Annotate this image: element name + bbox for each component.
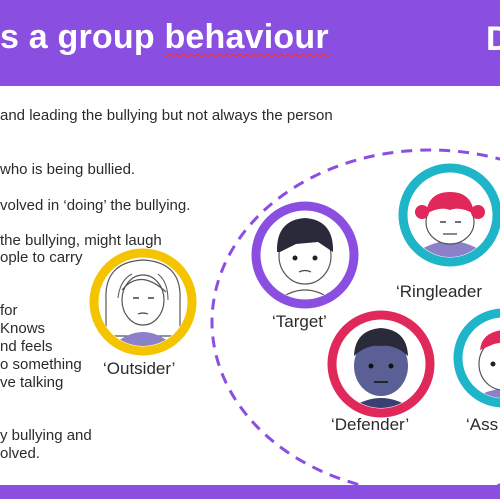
footer-bar (0, 485, 500, 499)
text-line-1: and leading the bullying but not always … (0, 107, 333, 124)
role-label-target: ‘Target’ (272, 312, 327, 331)
text-line-10: ve talking (0, 374, 64, 391)
ringleader-avatar-icon (398, 163, 500, 267)
text-line-12: olved. (0, 445, 41, 462)
role-label-ringleader: ‘Ringleader (396, 282, 482, 301)
title-part-1: s a group (0, 18, 165, 56)
title-part-2: behaviour (164, 18, 329, 56)
text-line-3: volved in ‘doing’ the bullying. (0, 197, 191, 214)
text-line-11: y bullying and (0, 427, 92, 444)
role-label-assistant: ‘Ass (466, 415, 499, 434)
outsider-avatar-icon (89, 248, 197, 356)
title-right-fragment: D (486, 20, 500, 58)
page-title: s a group behaviour (0, 18, 329, 57)
text-line-2: who is being bullied. (0, 161, 136, 178)
defender-avatar-icon (327, 310, 435, 418)
target-avatar-icon (251, 201, 359, 309)
assistant-avatar-icon (453, 308, 500, 408)
text-line-4: the bullying, might laugh (0, 232, 162, 249)
header-banner: s a group behaviour D (0, 0, 500, 86)
text-line-9: o something (0, 356, 82, 373)
text-line-6: for (0, 302, 18, 319)
role-label-outsider: ‘Outsider’ (103, 359, 176, 378)
text-line-5: ople to carry (0, 249, 83, 266)
text-line-8: nd feels (0, 338, 53, 355)
role-label-defender: ‘Defender’ (331, 415, 410, 434)
text-line-7: Knows (0, 320, 46, 337)
